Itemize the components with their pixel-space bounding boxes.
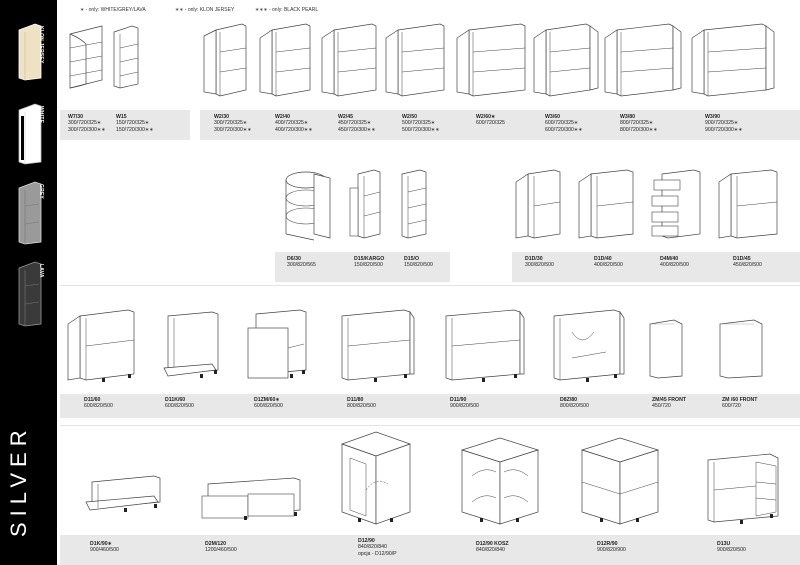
finish-label-grey: GREY [38,184,44,199]
finish-swatch-grey[interactable] [17,180,43,246]
label-band-base [60,394,800,418]
cabinet-drawing-d11-80[interactable] [334,308,416,384]
finish-label-klon-jersey: KLON JERSEY [38,26,44,64]
cabinet-drawing-w15[interactable] [112,24,140,90]
cabinet-drawing-d13u[interactable] [700,452,782,532]
cabinet-drawing-w3-60[interactable] [532,22,600,98]
cabinet-drawing-d1d-45[interactable] [717,168,779,242]
label-band-wall [200,110,800,140]
label-band-narrow-left [275,252,450,282]
cabinet-drawing-d12-90-kosz[interactable] [460,436,540,530]
cabinet-drawing-d1k-90[interactable] [84,474,164,514]
cabinet-drawing-d15-o[interactable] [400,168,430,242]
cabinet-drawing-w2-30[interactable] [202,22,248,98]
finish-label-lava: LAVA [38,264,44,278]
cabinet-drawing-d2m-120[interactable] [200,476,304,524]
product-label-d1zm-60: D1ZM/60∗600/820/500 [254,397,283,410]
label-band-corner [60,535,800,565]
finish-swatch-klon-jersey[interactable] [17,22,43,82]
front-panel-zm-45[interactable] [648,318,684,380]
cabinet-drawing-w2-60[interactable] [455,22,527,98]
front-panel-zm-60[interactable] [718,318,764,380]
product-label-w2-60: W2/60∗600/720/325 [476,114,505,127]
finish-label-white: WHITE [38,106,44,124]
legend-item-2: ∗∗ - only: KLON JERSEY [175,7,235,13]
cabinet-drawing-d4m-40[interactable] [650,168,702,242]
label-band-narrow-right [512,252,800,282]
collection-title: SILVER [6,424,31,537]
legend-item-3: ∗∗∗ - only: BLACK PEARL [255,7,319,13]
cabinet-drawing-d8z-80[interactable] [546,308,626,384]
finish-swatch-lava[interactable] [17,260,43,328]
product-label-d1k-90: D1K/90∗900/460/500 [90,541,119,554]
cabinet-drawing-w3-80[interactable] [603,22,683,98]
cabinet-drawing-w2-45[interactable] [320,22,378,98]
cabinet-drawing-d6-30[interactable] [284,170,332,244]
divider [60,425,800,426]
finish-swatch-white[interactable] [17,102,43,166]
label-band-wall-left [60,110,190,140]
cabinet-drawing-d1zm-60[interactable] [246,308,308,384]
cabinet-drawing-d1d-30[interactable] [514,168,564,242]
finish-sidebar: KLON JERSEY WHITE GREY LAVA SILVER [0,0,57,565]
legend-item-1: ∗ - only: WHITE/GREY/LAVA [80,7,146,13]
cabinet-drawing-w7-30[interactable] [66,24,106,90]
cabinet-drawing-d12r-90[interactable] [580,436,660,530]
cabinet-drawing-d12-90[interactable] [340,430,412,530]
cabinet-drawing-w3-90[interactable] [690,22,776,98]
cabinet-drawing-d11k-60[interactable] [160,308,222,384]
cabinet-drawing-d11-90[interactable] [438,308,526,384]
cabinet-drawing-d1d-40[interactable] [577,168,635,242]
cabinet-drawing-w2-40[interactable] [258,22,312,98]
divider [60,285,800,286]
cabinet-drawing-d11-60[interactable] [66,308,138,384]
cabinet-drawing-w2-50[interactable] [384,22,446,98]
cabinet-drawing-d15-kargo[interactable] [348,168,382,242]
